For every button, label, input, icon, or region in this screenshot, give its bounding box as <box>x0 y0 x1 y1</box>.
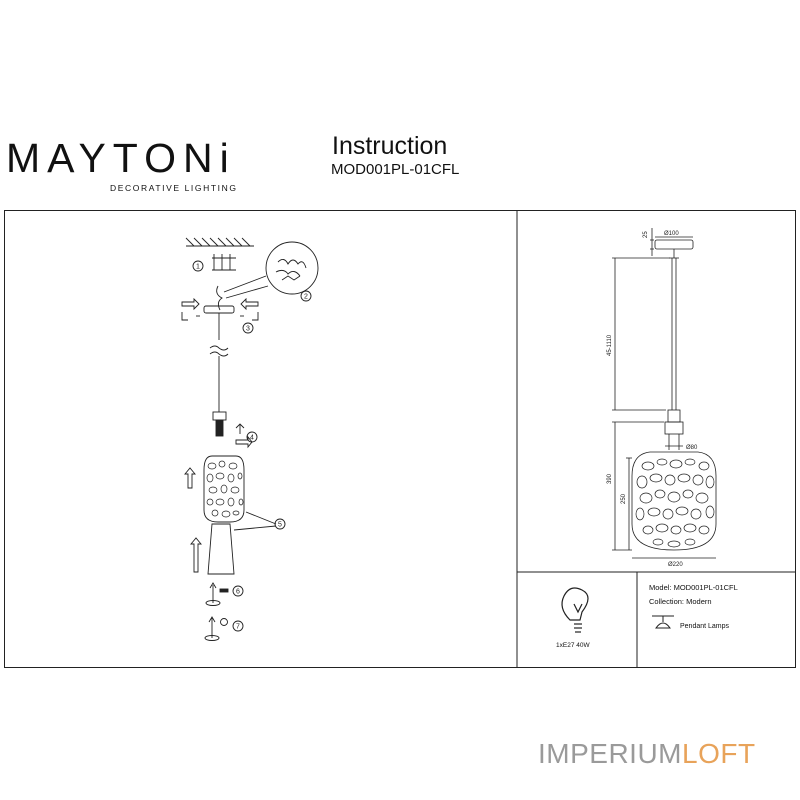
bulb-spec: 1xE27 40W <box>556 642 590 649</box>
step-1: 1 <box>196 264 200 271</box>
brand-logo: MAYTONi <box>6 135 236 181</box>
document-model: MOD001PL-01CFL <box>331 161 460 178</box>
step-2: 2 <box>304 294 308 301</box>
ceiling-hatch <box>185 237 254 247</box>
step-4: 4 <box>250 435 254 442</box>
dim-canopy-height: 25 <box>643 231 649 238</box>
bulb-install <box>204 616 244 641</box>
dim-shade-height: 250 <box>621 493 627 504</box>
dim-canopy-diameter: Ø100 <box>664 231 679 237</box>
brand-tagline: DECORATIVE LIGHTING <box>110 183 238 193</box>
step-7: 7 <box>236 624 240 631</box>
step-3: 3 <box>246 326 250 333</box>
bulb-icon <box>561 587 589 633</box>
watermark-part-2: LOFT <box>682 738 756 769</box>
info-model: Model: MOD001PL-01CFL <box>649 583 738 592</box>
inner-diffuser <box>190 511 286 575</box>
dim-shade-diameter: Ø220 <box>668 562 683 568</box>
drawing-frame <box>4 210 796 668</box>
document-title: Instruction <box>332 132 448 160</box>
dim-total-height: 390 <box>607 473 613 484</box>
watermark: IMPERIUMLOFT <box>538 738 756 770</box>
step-numbers: 1 2 3 4 5 6 7 <box>196 264 308 631</box>
watermark-part-1: IMPERIUM <box>538 738 682 769</box>
frame-dividers <box>516 210 796 668</box>
dim-socket-diameter: Ø80 <box>686 445 698 451</box>
dimension-labels: 25 Ø100 45-1110 Ø80 390 250 Ø220 <box>607 231 698 568</box>
pendant-icon <box>652 615 674 629</box>
ceiling-screws <box>212 254 236 271</box>
glass-shade <box>184 455 245 523</box>
step-6: 6 <box>236 589 240 596</box>
canopy-arrows <box>181 297 259 321</box>
bottom-ring <box>205 582 244 606</box>
dimension-drawing <box>612 228 717 559</box>
step-5: 5 <box>278 522 282 529</box>
wiring-detail <box>223 241 319 299</box>
info-collection: Collection: Modern <box>649 597 712 606</box>
canopy <box>203 305 235 340</box>
socket-holder <box>212 411 253 449</box>
info-type: Pendant Lamps <box>680 623 730 630</box>
assembly-diagram <box>181 237 319 641</box>
dim-cable-length: 45-1110 <box>607 334 613 356</box>
